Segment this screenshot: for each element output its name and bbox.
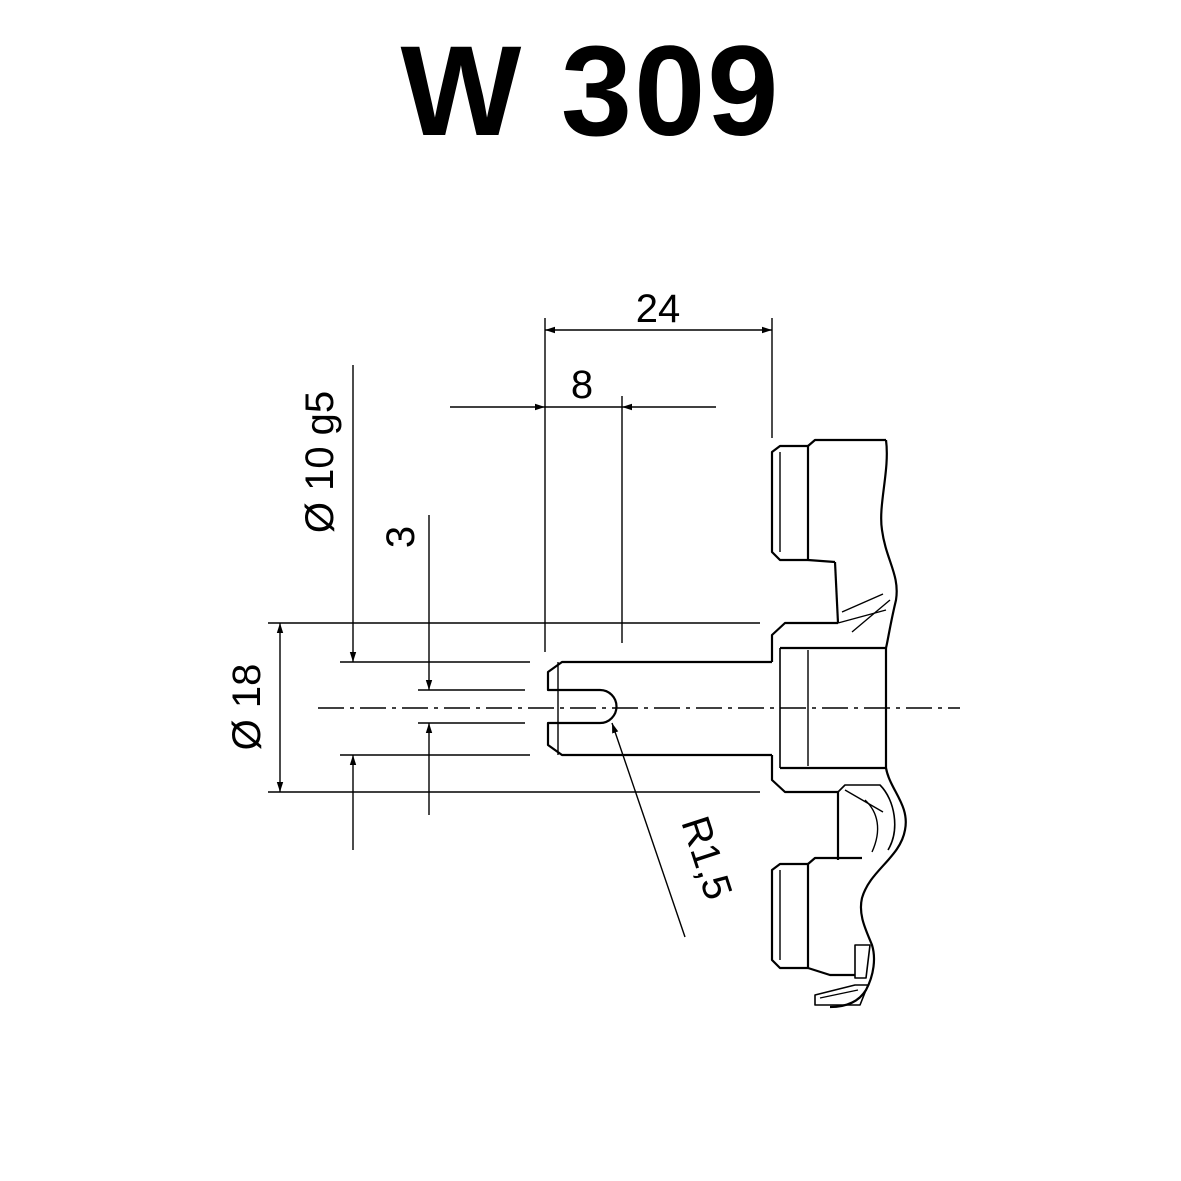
dimension-shaft-diameter-label: Ø 10 g5 — [298, 391, 342, 533]
shaft-outline — [546, 660, 772, 757]
dimension-overall-length-label: 24 — [636, 287, 681, 331]
dimension-slot-width-label: 3 — [379, 526, 423, 548]
dimension-outer-diameter-label: Ø 18 — [225, 664, 269, 751]
radius-leader — [611, 722, 686, 938]
dimension-slot-depth-label: 8 — [571, 363, 593, 407]
vertical-extension-lines — [544, 318, 773, 652]
part-number-title: W 309 — [400, 20, 781, 163]
radius-leader-label: R1,5 — [672, 811, 740, 905]
cutter-body — [770, 438, 907, 1009]
extension-lines — [268, 622, 760, 793]
